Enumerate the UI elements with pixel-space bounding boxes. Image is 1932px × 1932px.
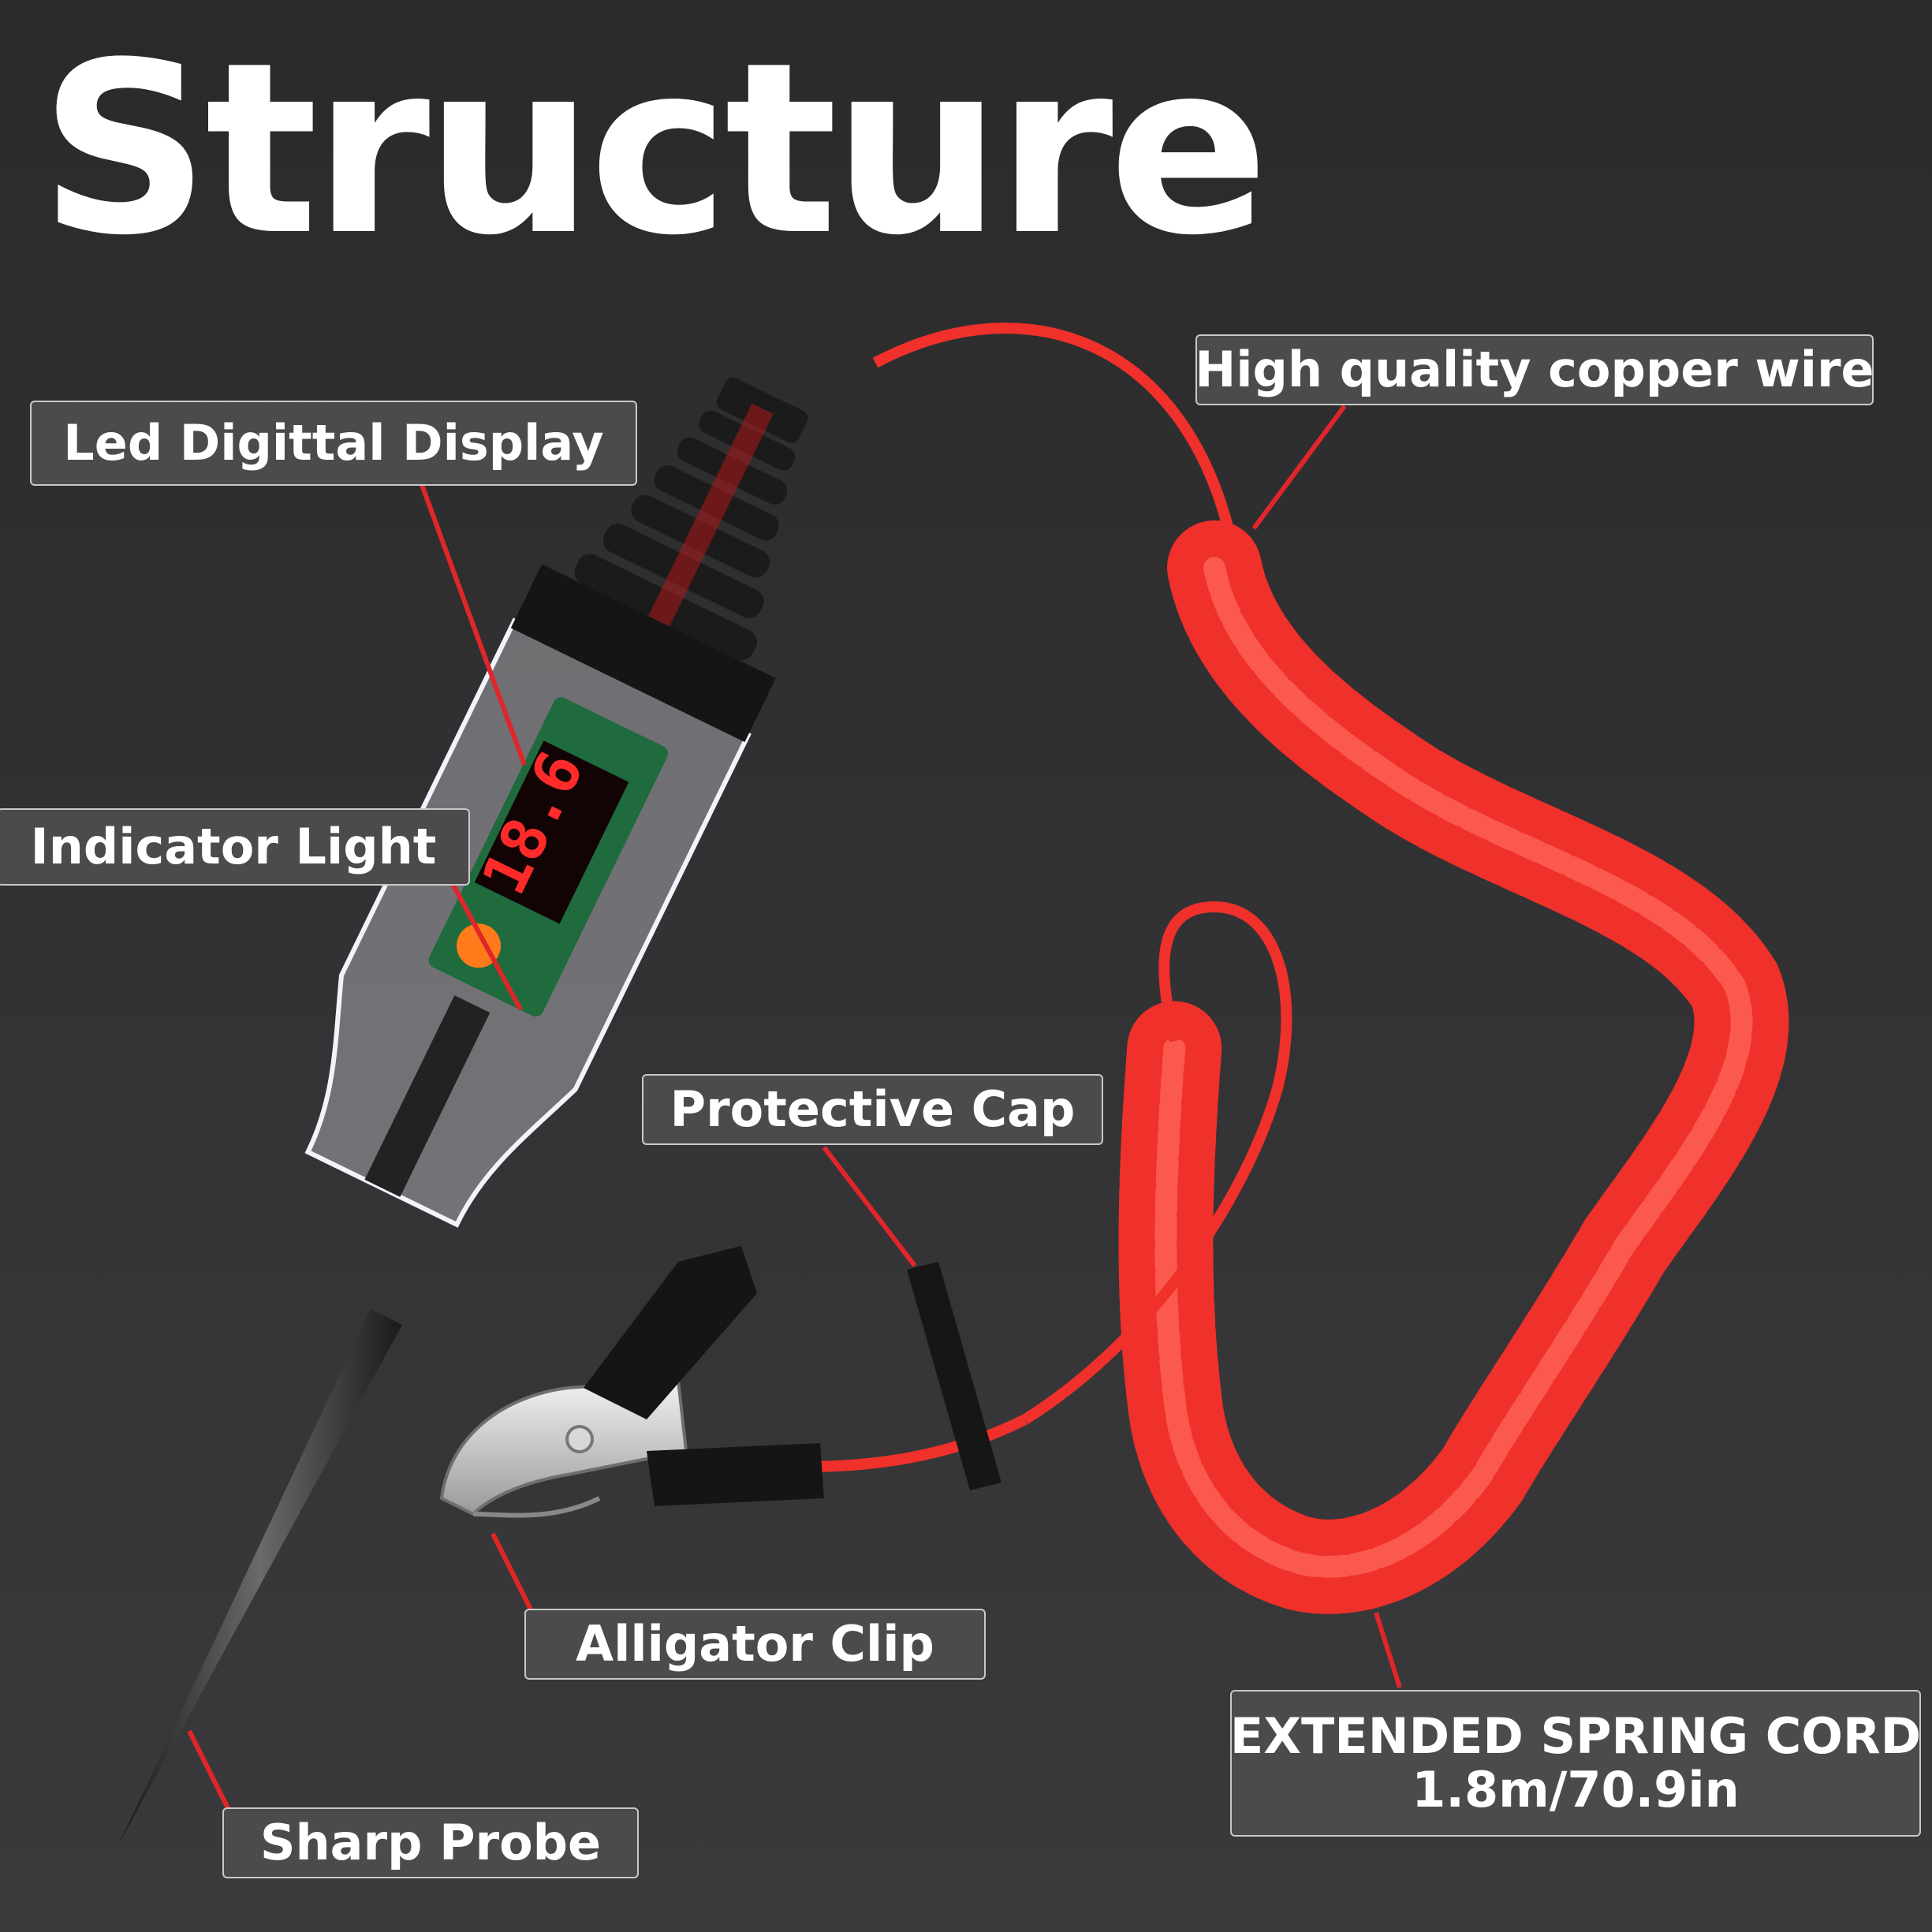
page-title: Structure	[39, 12, 1269, 287]
label-protective-cap: Protective Cap	[642, 1074, 1103, 1145]
sharp-probe	[118, 1309, 402, 1845]
test-pen-body: 18.6	[304, 377, 808, 1228]
label-alligator-clip: Alligator Clip	[524, 1609, 986, 1680]
label-copper-wire: High quality copper wire	[1195, 334, 1874, 405]
label-spring-cord-line1: EXTENDED SPRING CORD	[1229, 1706, 1922, 1765]
alligator-clip	[439, 1246, 824, 1518]
leader-line-sharp-probe	[187, 1729, 231, 1811]
label-sharp-probe: Sharp Probe	[222, 1807, 639, 1878]
label-spring-cord: EXTENDED SPRING CORD 1.8m/70.9in	[1230, 1690, 1921, 1837]
protective-cap	[907, 1262, 1001, 1490]
label-led-display: Led Digittal Display	[30, 401, 637, 486]
leader-line-copper-wire	[1251, 405, 1347, 530]
leader-line-indicator-light	[439, 862, 523, 1011]
leader-line-spring-cord	[1374, 1612, 1402, 1688]
leader-line-protective-cap	[822, 1146, 917, 1267]
leader-line-alligator-clip	[490, 1532, 535, 1614]
label-indicator-light: Indicator Light	[0, 808, 470, 886]
leader-line-led-display	[420, 483, 527, 766]
label-spring-cord-line2: 1.8m/70.9in	[1412, 1761, 1740, 1818]
leader-lines	[187, 405, 1402, 1811]
spring-cord	[804, 323, 1789, 1614]
